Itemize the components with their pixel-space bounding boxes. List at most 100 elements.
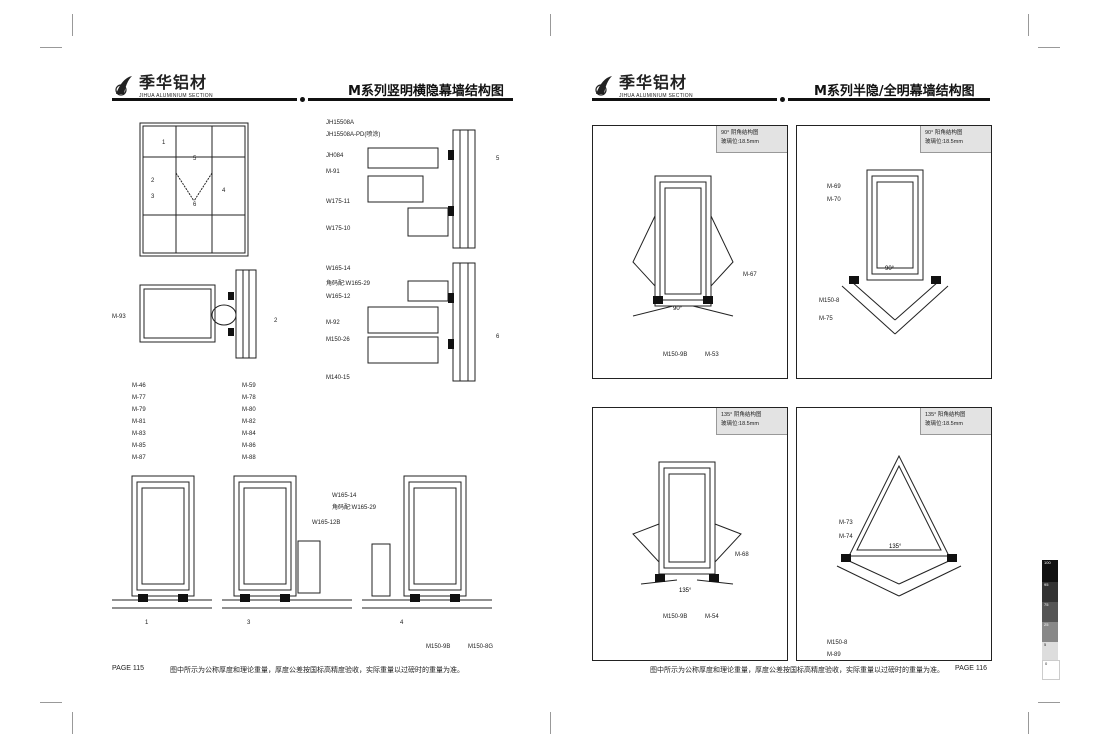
section-a-label: W175-10 — [326, 226, 351, 232]
panel-tag-title: 135° 阳角结构图 — [925, 412, 966, 418]
crop-mark — [1028, 14, 1029, 36]
bottom-marker: 1 — [145, 620, 149, 626]
col-a-label: M-87 — [132, 455, 146, 461]
panel-90-inner-drawing: 90° — [632, 175, 734, 317]
panel-label: M150-8 — [827, 640, 848, 646]
brand-right: 季华铝材 JIHUA ALUMINIUM SECTION — [592, 74, 693, 99]
elevation-marker: 3 — [151, 194, 155, 200]
section-b-label: M150-26 — [326, 337, 350, 343]
panel-tag-glass: 玻璃位:18.5mm — [925, 421, 963, 427]
swatch: 25 — [1042, 622, 1058, 642]
panel-90-outer: 90° 阳角结构图 玻璃位:18.5mm 90° M-69 M-70 M150-… — [796, 125, 992, 379]
panel-90-outer-drawing: 90° — [841, 169, 949, 335]
page-title: M系列半隐/全明幕墙结构图 — [814, 84, 975, 99]
panel-label: M-74 — [839, 534, 853, 540]
brand-logo-icon — [115, 76, 132, 96]
bottom-label: M150-8G — [468, 644, 494, 650]
elevation-marker: 1 — [162, 140, 166, 146]
section-a-marker: 5 — [496, 156, 500, 162]
crop-mark — [1028, 712, 1029, 734]
mullion-label: M-93 — [112, 314, 126, 320]
panel-90-inner: 90° 阴角结构图 玻璃位:18.5mm 90° M-67 M150-9B M-… — [592, 125, 788, 379]
panel-angle: 90° — [673, 306, 683, 312]
panel-tag-title: 90° 阴角结构图 — [721, 130, 759, 136]
panel-tag-title: 90° 阳角结构图 — [925, 130, 963, 136]
mullion-marker: 2 — [274, 318, 278, 324]
footnote: 图中所示为公称厚度和理论重量，厚度公差按国标高精度验收，实际重量以过磅时的重量为… — [650, 667, 944, 674]
panel-angle: 90° — [885, 266, 895, 272]
crop-mark — [40, 702, 62, 703]
header-dot — [300, 97, 305, 102]
crop-mark — [72, 712, 73, 734]
col-b-label: M-84 — [242, 431, 256, 437]
right-page: 季华铝材 JIHUA ALUMINIUM SECTION M系列半隐/全明幕墙结… — [550, 48, 1028, 703]
panel-angle: 135° — [679, 588, 692, 594]
crop-mark — [1038, 702, 1060, 703]
bottom-label: M150-9B — [426, 644, 451, 650]
panel-label: M-75 — [819, 316, 833, 322]
crop-mark — [1038, 47, 1060, 48]
brand-name-en: JIHUA ALUMINIUM SECTION — [139, 93, 213, 99]
swatch: 95 — [1042, 582, 1058, 602]
crop-mark — [550, 712, 551, 734]
panel-tag-title: 135° 阴角结构图 — [721, 412, 762, 418]
col-b-label: M-86 — [242, 443, 256, 449]
col-c-label: W165-12B — [312, 520, 341, 526]
swatch: 0 — [1042, 660, 1060, 680]
col-a-label: M-83 — [132, 431, 146, 437]
section-a-label: W175-11 — [326, 199, 350, 205]
panel-label: M150-9B — [663, 614, 688, 620]
col-a-label: M-77 — [132, 395, 146, 401]
col-b-label: M-80 — [242, 407, 256, 413]
header-rule — [308, 98, 513, 101]
page-title: M系列竖明横隐幕墙结构图 — [348, 84, 504, 99]
panel-label: M-68 — [735, 552, 749, 558]
col-a-label: M-79 — [132, 407, 146, 413]
panel-label: M-73 — [839, 520, 853, 526]
brand-name: 季华铝材 — [619, 73, 688, 92]
header-dot — [780, 97, 785, 102]
section-a-label: JH15508A — [326, 120, 355, 126]
panel-135-outer-drawing: 135° — [836, 454, 962, 597]
panel-label: M150-9B — [663, 352, 688, 358]
section-a-label: M-91 — [326, 169, 340, 175]
panel-135-inner-drawing: 135° — [632, 461, 742, 594]
brand-name: 季华铝材 — [139, 73, 208, 92]
panel-label: M-67 — [743, 272, 757, 278]
section-b-label: 角码配:W165-29 — [326, 281, 371, 287]
page-number: PAGE 116 — [955, 665, 988, 672]
panel-label: M-53 — [705, 352, 719, 358]
section-b-marker: 6 — [496, 334, 500, 340]
panel-label: M-89 — [827, 652, 841, 658]
panel-135-inner: 135° 阴角结构图 玻璃位:18.5mm 135° M-68 M150-9B … — [592, 407, 788, 661]
bottom-marker: 3 — [247, 620, 251, 626]
col-a-label: M-81 — [132, 419, 146, 425]
panel-tag-glass: 玻璃位:18.5mm — [721, 421, 759, 427]
col-b-label: M-88 — [242, 455, 256, 461]
panel-label: M-54 — [705, 614, 719, 620]
col-c-label: 角码配:W165-29 — [332, 505, 377, 511]
elevation-marker: 4 — [222, 188, 226, 194]
crop-mark — [40, 47, 62, 48]
section-b-label: M140-15 — [326, 375, 350, 381]
col-b-label: M-82 — [242, 419, 256, 425]
panel-tag-glass: 玻璃位:18.5mm — [721, 139, 759, 145]
col-b-label: M-59 — [242, 383, 256, 389]
page-number: PAGE 115 — [112, 665, 145, 672]
col-a-label: M-46 — [132, 383, 146, 389]
section-b-label: W165-14 — [326, 266, 351, 272]
panel-tag: 135° 阴角结构图 玻璃位:18.5mm — [716, 408, 787, 435]
panel-label: M-69 — [827, 184, 841, 190]
mullion-section-drawing — [139, 269, 257, 359]
brand-left: 季华铝材 JIHUA ALUMINIUM SECTION — [112, 74, 213, 99]
section-a-label: JH15508A-PD(喷涂) — [326, 132, 381, 138]
elevation-drawing — [139, 122, 249, 257]
panel-label: M150-8 — [819, 298, 840, 304]
crop-mark — [550, 14, 551, 36]
panel-angle: 135° — [889, 544, 902, 550]
elevation-marker: 5 — [193, 156, 197, 162]
brand-logo-icon — [595, 76, 612, 96]
col-c-label: W165-14 — [332, 493, 357, 499]
col-a-label: M-85 — [132, 443, 146, 449]
panel-tag-glass: 玻璃位:18.5mm — [925, 139, 963, 145]
